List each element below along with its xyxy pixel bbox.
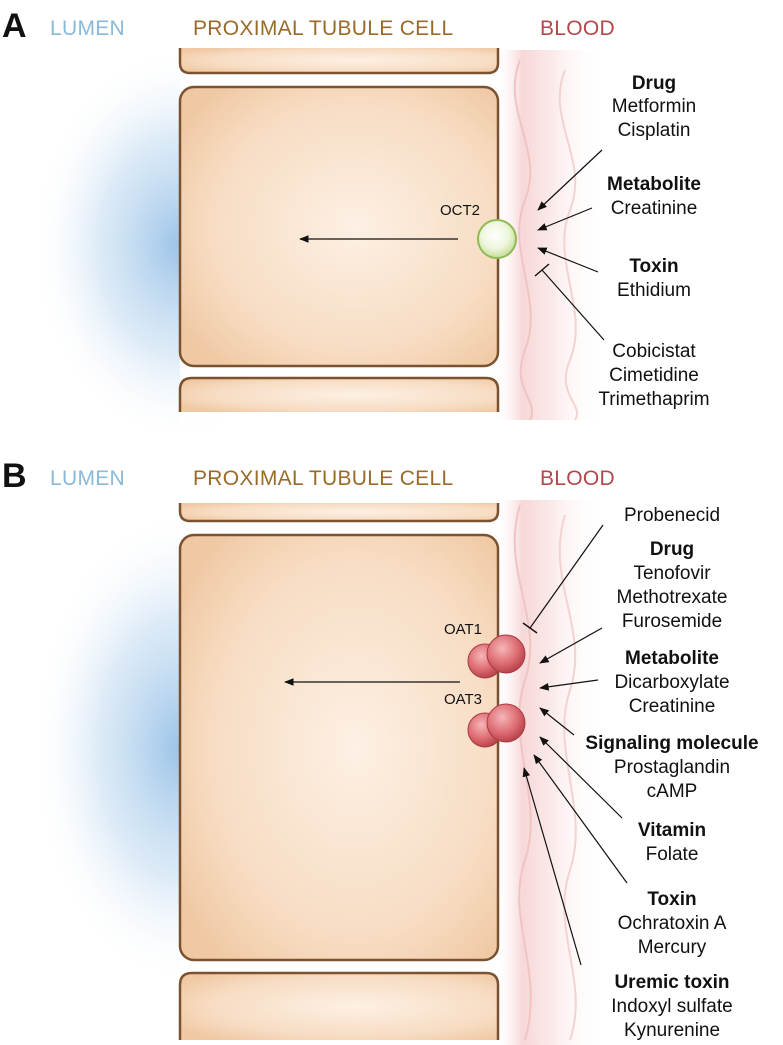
group-item: Creatinine bbox=[629, 696, 716, 717]
group-item: Folate bbox=[646, 844, 699, 865]
oat1-transporter bbox=[467, 634, 526, 679]
cell-bottom-neighbor bbox=[178, 376, 500, 412]
uremic-toxin-arrow bbox=[522, 767, 582, 966]
group-title: Metabolite bbox=[607, 174, 701, 195]
group-item: Trimethaprim bbox=[598, 389, 709, 410]
blood-glow bbox=[495, 500, 605, 1045]
lumen-label: LUMEN bbox=[50, 17, 125, 40]
group-item: Indoxyl sulfate bbox=[611, 996, 732, 1017]
proximal-tubule-cell bbox=[178, 533, 500, 962]
inhibitor-line bbox=[541, 269, 605, 341]
group-title: Vitamin bbox=[638, 820, 706, 841]
group-item: Kynurenine bbox=[624, 1020, 720, 1041]
group-item: Cimetidine bbox=[609, 365, 699, 386]
group-item: Methotrexate bbox=[617, 587, 728, 608]
group-item: Furosemide bbox=[622, 611, 722, 632]
oct2-label: OCT2 bbox=[440, 202, 480, 219]
inhibitor-bar bbox=[534, 263, 550, 277]
inhibitor-line bbox=[529, 524, 604, 629]
group-item: Cisplatin bbox=[618, 120, 691, 141]
oat1-label: OAT1 bbox=[444, 621, 482, 638]
vessel-wall-left bbox=[513, 59, 533, 421]
group-item: Cobicistat bbox=[612, 341, 696, 362]
vessel-wall-right bbox=[558, 514, 577, 1041]
metabolite-arrow bbox=[539, 679, 599, 691]
cell-label: PROXIMAL TUBULE CELL bbox=[193, 467, 453, 490]
group-title: Toxin bbox=[629, 256, 678, 277]
metabolite-arrow bbox=[537, 207, 593, 231]
group-title: Signaling molecule bbox=[585, 733, 758, 754]
blood-label: BLOOD bbox=[540, 467, 615, 490]
vitamin-arrow bbox=[539, 736, 623, 819]
group-title: Drug bbox=[632, 73, 676, 94]
panel-b: B LUMEN PROXIMAL TUBULE CELL BLOOD OAT1 … bbox=[2, 457, 759, 1045]
group-item: Probenecid bbox=[624, 505, 720, 526]
cell-top-neighbor bbox=[178, 503, 500, 523]
proximal-tubule-cell bbox=[178, 85, 500, 368]
group-title: Uremic toxin bbox=[614, 972, 729, 993]
panel-letter: B bbox=[2, 457, 27, 495]
vessel-wall-right bbox=[558, 69, 578, 421]
group-item: Mercury bbox=[638, 937, 707, 958]
drug-arrow bbox=[539, 627, 603, 664]
panel-a: A LUMEN PROXIMAL TUBULE CELL BLOOD OCT2 … bbox=[2, 7, 710, 445]
group-item: Metformin bbox=[612, 96, 696, 117]
cell-bottom-neighbor bbox=[178, 971, 500, 1040]
signaling-arrow bbox=[539, 707, 575, 736]
oct2-transporter bbox=[477, 219, 517, 259]
blood-label: BLOOD bbox=[540, 17, 615, 40]
toxin-arrow bbox=[537, 247, 599, 273]
group-item: Tenofovir bbox=[633, 563, 711, 584]
panel-letter: A bbox=[2, 7, 27, 45]
oat3-label: OAT3 bbox=[444, 691, 482, 708]
group-title: Drug bbox=[650, 539, 694, 560]
group-title: Metabolite bbox=[625, 648, 719, 669]
group-item: Ethidium bbox=[617, 280, 691, 301]
toxin-arrow bbox=[533, 754, 628, 884]
group-item: Dicarboxylate bbox=[614, 672, 729, 693]
cell-top-neighbor bbox=[178, 48, 500, 75]
group-item: Prostaglandin bbox=[614, 757, 730, 778]
cell-label: PROXIMAL TUBULE CELL bbox=[193, 17, 453, 40]
oat3-transporter bbox=[467, 703, 526, 748]
group-item: Ochratoxin A bbox=[618, 913, 727, 934]
inhibitor-bar bbox=[522, 622, 538, 634]
group-item: Creatinine bbox=[611, 198, 698, 219]
group-item: cAMP bbox=[647, 781, 698, 802]
lumen-label: LUMEN bbox=[50, 467, 125, 490]
group-title: Toxin bbox=[647, 889, 696, 910]
drug-arrow bbox=[537, 149, 603, 211]
